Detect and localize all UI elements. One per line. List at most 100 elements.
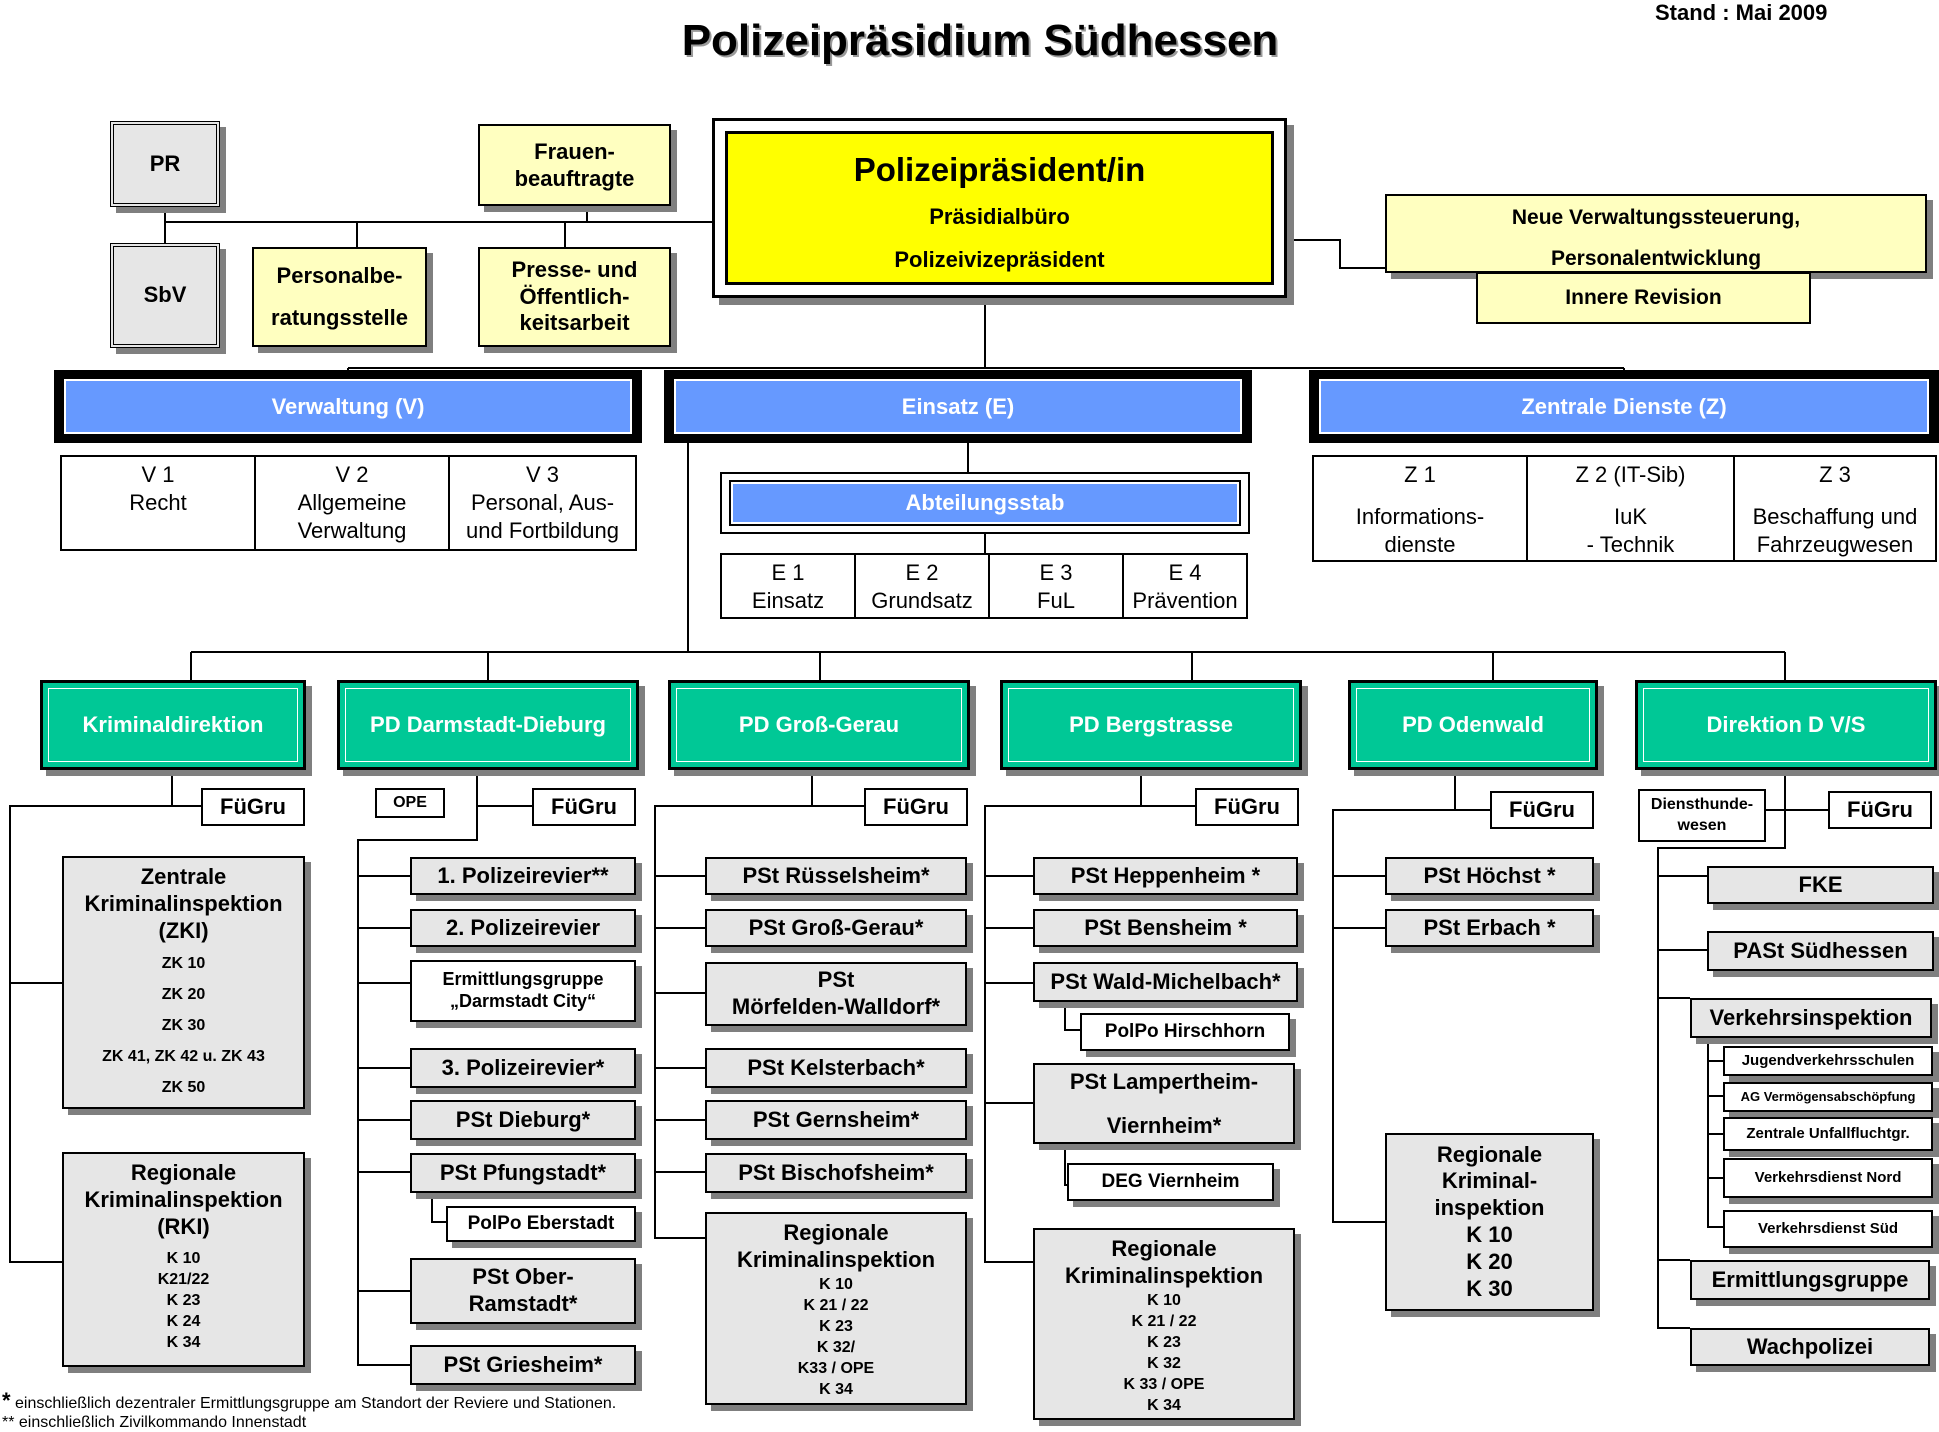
gg-pst-kelsterbach: PSt Kelsterbach* (705, 1048, 967, 1088)
pd-bergstrasse-label: PD Bergstrasse (1069, 712, 1233, 737)
pd-odenwald-label: PD Odenwald (1402, 712, 1544, 737)
bs-rki-item: K 23 (1147, 1333, 1181, 1351)
praesident-inner: Polizeipräsident/in Präsidialbüro Polize… (725, 131, 1274, 285)
bs-pst-lampertheim-line1: PSt Lampertheim- (1069, 1068, 1259, 1094)
vs-diensthundewesen-box: Diensthunde- wesen (1638, 789, 1766, 842)
unit-e3-code: E 3 (1039, 560, 1073, 585)
kd-rki-box: Regionale Kriminalinspektion (RKI) K 10 … (62, 1152, 305, 1367)
gg-rki-item: K33 / OPE (797, 1359, 875, 1377)
gg-rki-item: K 34 (819, 1380, 853, 1398)
bs-rki-item: K 21 / 22 (1131, 1312, 1197, 1330)
praesident-title: Polizeipräsident/in (853, 151, 1146, 188)
direktion-dvs-header: Direktion D V/S (1635, 680, 1937, 770)
pr-box: PR (110, 121, 220, 207)
dd-polizeirevier-2-label: 2. Polizeirevier (445, 914, 601, 940)
unit-v3-name1: Personal, Aus- (470, 490, 615, 516)
zki-item: ZK 50 (161, 1079, 206, 1097)
einsatz-label: Einsatz (E) (901, 393, 1015, 419)
footnote-1-text: einschließlich dezentraler Ermittlungsgr… (10, 1395, 617, 1412)
dd-ope-label: OPE (393, 794, 427, 812)
bs-fuegru-box: FüGru (1195, 788, 1299, 826)
vs-fuegru-label: FüGru (1847, 796, 1913, 822)
dd-polizeirevier-3-label: 3. Polizeirevier* (441, 1054, 605, 1080)
dd-polpo-eberstadt: PolPo Eberstadt (446, 1206, 636, 1242)
ow-rki-box: Regionale Kriminal- inspektion K 10 K 20… (1385, 1133, 1594, 1311)
ow-pst-erbach: PSt Erbach * (1385, 909, 1594, 947)
ow-pst-hoechst: PSt Höchst * (1385, 857, 1594, 895)
unit-e1: E 1 Einsatz (722, 555, 856, 617)
unit-v2: V 2 Allgemeine Verwaltung (256, 457, 450, 549)
pr-label: PR (149, 150, 181, 176)
zentrale-dienste-label: Zentrale Dienste (Z) (1521, 393, 1727, 419)
ow-pst-hoechst-label: PSt Höchst * (1423, 862, 1556, 888)
footnote-2-text: ** einschließlich Zivilkommando Innensta… (2, 1414, 307, 1431)
vs-ermittlungsgruppe-box: Ermittlungsgruppe (1690, 1260, 1930, 1300)
zki-box: Zentrale Kriminalinspektion (ZKI) ZK 10 … (62, 856, 305, 1109)
gg-pst-gernsheim: PSt Gernsheim* (705, 1100, 967, 1140)
bs-deg-viernheim-label: DEG Viernheim (1101, 1171, 1240, 1193)
vs-verkehrsinspektion-label: Verkehrsinspektion (1709, 1004, 1913, 1030)
dd-pst-ober-ramstadt-line2: Ramstadt* (468, 1291, 578, 1316)
pd-gross-gerau-header: PD Groß-Gerau (668, 680, 970, 770)
bs-pst-bensheim: PSt Bensheim * (1033, 909, 1298, 947)
abteilungsstab-label: Abteilungsstab (905, 490, 1065, 515)
pd-odenwald-header: PD Odenwald (1348, 680, 1598, 770)
dd-pst-dieburg-label: PSt Dieburg* (455, 1106, 591, 1132)
kriminaldirektion-label: Kriminaldirektion (82, 712, 264, 737)
unit-v3-code: V 3 (525, 462, 560, 487)
gg-rki-box: Regionale Kriminalinspektion K 10 K 21 /… (705, 1212, 967, 1405)
bs-rki-title1: Regionale (1111, 1236, 1217, 1261)
unit-z1-name2: dienste (1384, 532, 1456, 558)
unit-v1-code: V 1 (141, 462, 175, 487)
kd-rki-item: K 24 (166, 1313, 201, 1331)
vs-fuegru-box: FüGru (1828, 791, 1932, 829)
direktion-dvs-label: Direktion D V/S (1706, 712, 1866, 737)
frauen-line2: beauftragte (514, 166, 635, 191)
unit-e4-name: Prävention (1132, 588, 1238, 614)
gg-fuegru-box: FüGru (864, 788, 968, 826)
bs-pst-heppenheim-label: PSt Heppenheim * (1070, 862, 1261, 888)
vs-zentrale-unfallfluchtgr-label: Zentrale Unfallfluchtgr. (1746, 1124, 1910, 1142)
presse-box: Presse- und Öffentlich- keitsarbeit (478, 247, 671, 347)
unit-e4: E 4 Prävention (1124, 555, 1246, 617)
sbv-box: SbV (110, 243, 220, 348)
vs-verkehrsdienst-sued: Verkehrsdienst Süd (1723, 1210, 1933, 1248)
bs-rki-box: Regionale Kriminalinspektion K 10 K 21 /… (1033, 1228, 1295, 1420)
status-date: Stand : Mai 2009 (1655, 0, 1828, 25)
unit-e2-name: Grundsatz (871, 588, 973, 614)
dd-pst-ober-ramstadt: PSt Ober- Ramstadt* (410, 1258, 636, 1324)
frauenbeauftragte-box: Frauen- beauftragte (478, 124, 671, 206)
unit-z3-name2: Fahrzeugwesen (1756, 532, 1914, 558)
unit-v1: V 1 Recht (62, 457, 256, 549)
dd-polizeirevier-3: 3. Polizeirevier* (410, 1048, 636, 1088)
bs-pst-wald-michelbach-label: PSt Wald-Michelbach* (1050, 968, 1281, 994)
vs-verkehrsinspektion-box: Verkehrsinspektion (1690, 998, 1932, 1038)
dd-polizeirevier-1: 1. Polizeirevier** (410, 857, 636, 895)
gg-pst-bischofsheim: PSt Bischofsheim* (705, 1153, 967, 1193)
vs-verkehrsdienst-sued-label: Verkehrsdienst Süd (1757, 1219, 1899, 1237)
bs-pst-lampertheim: PSt Lampertheim- Viernheim* (1033, 1063, 1295, 1144)
footnote-1: * einschließlich dezentraler Ermittlungs… (2, 1388, 616, 1414)
vs-past-label: PASt Südhessen (1733, 937, 1908, 963)
bs-polpo-hirschhorn: PolPo Hirschhorn (1080, 1013, 1290, 1051)
kd-rki-item: K 10 (166, 1250, 201, 1268)
bs-pst-bensheim-label: PSt Bensheim * (1084, 914, 1247, 940)
gg-pst-gross-gerau: PSt Groß-Gerau* (705, 909, 967, 947)
dd-pst-dieburg: PSt Dieburg* (410, 1100, 636, 1140)
gg-rki-title1: Regionale (783, 1220, 889, 1245)
kd-rki-title1: Regionale (130, 1160, 237, 1185)
bs-polpo-hirschhorn-label: PolPo Hirschhorn (1104, 1021, 1266, 1043)
vs-ermittlungsgruppe-label: Ermittlungsgruppe (1711, 1266, 1909, 1292)
einsatz-units: E 1 Einsatz E 2 Grundsatz E 3 FuL E 4 Pr… (720, 553, 1248, 619)
ow-rki-item: K 10 (1466, 1222, 1513, 1247)
kd-rki-title3: (RKI) (157, 1213, 210, 1239)
vs-verkehrsdienst-nord-label: Verkehrsdienst Nord (1754, 1168, 1902, 1186)
footnote-1-star: * (2, 1388, 11, 1413)
abteilungsstab-header: Abteilungsstab (720, 472, 1250, 534)
sbv-label: SbV (143, 282, 187, 308)
pd-bergstrasse-header: PD Bergstrasse (1000, 680, 1302, 770)
praesident-box: Polizeipräsident/in Präsidialbüro Polize… (712, 118, 1287, 298)
gg-rki-title2: Kriminalinspektion (736, 1246, 936, 1272)
dd-pst-pfungstadt-label: PSt Pfungstadt* (439, 1159, 607, 1185)
unit-z3-name1: Beschaffung und (1752, 504, 1918, 530)
